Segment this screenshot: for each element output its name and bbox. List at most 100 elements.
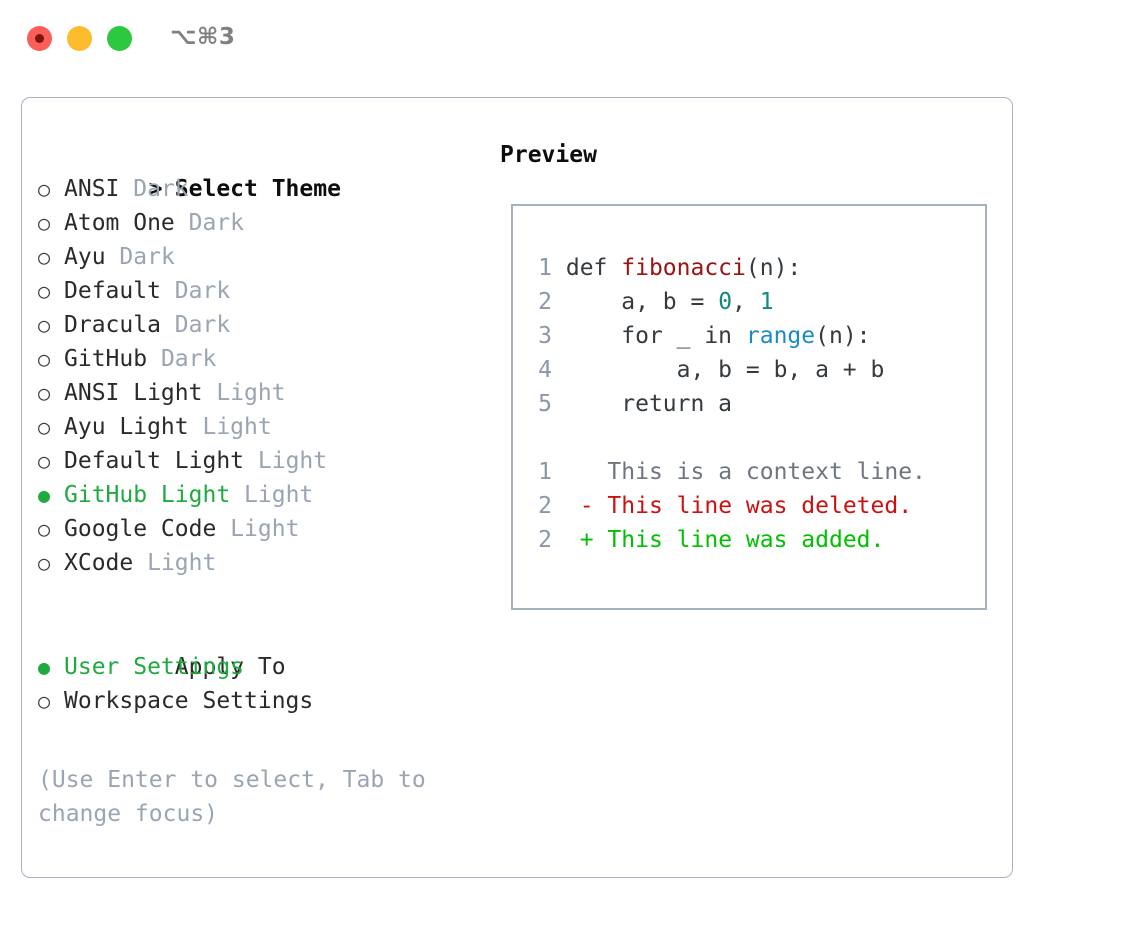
diff-line: 2 - This line was deleted. bbox=[528, 489, 977, 523]
keyboard-shortcut-label: ⌥⌘3 bbox=[170, 24, 236, 50]
theme-list: ANSI DarkAtom One DarkAyu DarkDefault Da… bbox=[38, 172, 478, 580]
radio-unselected-icon[interactable] bbox=[38, 410, 64, 444]
minimize-window-button[interactable] bbox=[67, 26, 92, 51]
preview-title: Preview bbox=[500, 142, 597, 168]
theme-name-label: Default bbox=[64, 278, 161, 304]
code-line: 1 def fibonacci(n): bbox=[528, 251, 977, 285]
line-number: 2 bbox=[538, 493, 552, 519]
code-token: (n): bbox=[815, 323, 871, 349]
theme-list-item[interactable]: Ayu Light Light bbox=[38, 410, 478, 444]
theme-list-item[interactable]: GitHub Light Light bbox=[38, 478, 478, 512]
theme-variant-label: Light bbox=[230, 516, 300, 542]
diff-line: 2 + This line was added. bbox=[528, 523, 977, 557]
apply-to-option[interactable]: User Settings bbox=[38, 650, 478, 684]
theme-name-label: Atom One bbox=[64, 210, 175, 236]
radio-unselected-icon[interactable] bbox=[38, 308, 64, 342]
apply-to-header: Apply To bbox=[38, 616, 478, 680]
theme-name-label: Dracula bbox=[64, 312, 161, 338]
radio-selected-icon[interactable] bbox=[38, 478, 64, 512]
theme-list-item[interactable]: XCode Light bbox=[38, 546, 478, 580]
theme-name-label: ANSI Light bbox=[64, 380, 203, 406]
theme-variant-label: Dark bbox=[188, 210, 245, 236]
line-number: 1 bbox=[538, 255, 552, 281]
code-token: 1 bbox=[759, 289, 774, 315]
code-token: fibonacci bbox=[621, 255, 746, 281]
line-number: 4 bbox=[538, 357, 552, 383]
radio-unselected-icon[interactable] bbox=[38, 512, 64, 546]
diff-text: This is a context line. bbox=[607, 459, 926, 485]
code-token: , bbox=[732, 289, 760, 315]
theme-variant-label: Dark bbox=[174, 312, 231, 338]
radio-unselected-icon[interactable] bbox=[38, 684, 64, 718]
line-number: 5 bbox=[538, 391, 552, 417]
radio-unselected-icon[interactable] bbox=[38, 546, 64, 580]
code-line: 2 a, b = 0, 1 bbox=[528, 285, 977, 319]
diff-line: 1 This is a context line. bbox=[528, 455, 977, 489]
diff-marker: - bbox=[579, 493, 594, 519]
theme-name-label: GitHub bbox=[64, 346, 148, 372]
apply-to-title: Apply To bbox=[174, 654, 286, 680]
diff-marker: + bbox=[579, 527, 594, 553]
radio-unselected-icon[interactable] bbox=[38, 172, 64, 206]
radio-unselected-icon[interactable] bbox=[38, 342, 64, 376]
theme-name-label: Default Light bbox=[64, 448, 245, 474]
section-title: Select Theme bbox=[174, 176, 341, 202]
code-token: a, b = bbox=[565, 289, 719, 315]
theme-list-item[interactable]: ANSI Light Light bbox=[38, 376, 478, 410]
theme-list-item[interactable]: Default Light Light bbox=[38, 444, 478, 478]
code-token: def bbox=[565, 255, 622, 281]
theme-list-header: > Select Theme bbox=[38, 138, 478, 202]
code-token: (n): bbox=[745, 255, 802, 281]
theme-variant-label: Dark bbox=[133, 176, 189, 202]
apply-to-option[interactable]: Workspace Settings bbox=[38, 684, 478, 718]
theme-list-item[interactable]: Default Dark bbox=[38, 274, 478, 308]
title-bar: ⌥⌘3 bbox=[0, 0, 1140, 76]
code-line: 4 a, b = b, a + b bbox=[528, 353, 977, 387]
theme-name-label: Ayu Light bbox=[64, 414, 189, 440]
theme-list-column: >Select Theme ANSI DarkAtom One DarkAyu … bbox=[38, 138, 478, 718]
theme-name-label: Google Code bbox=[64, 516, 217, 542]
keyboard-hint-text: (Use Enter to select, Tab to change focu… bbox=[38, 767, 426, 827]
theme-list-item[interactable]: ANSI Dark bbox=[38, 172, 478, 206]
radio-unselected-icon[interactable] bbox=[38, 240, 64, 274]
code-token: range bbox=[745, 323, 816, 349]
code-line: 3 for _ in range(n): bbox=[528, 319, 977, 353]
radio-unselected-icon[interactable] bbox=[38, 444, 64, 478]
theme-name-label: ANSI bbox=[64, 176, 120, 202]
theme-name-label: XCode bbox=[64, 550, 134, 576]
theme-list-item[interactable]: Google Code Light bbox=[38, 512, 478, 546]
diff-text: This line was deleted. bbox=[607, 493, 913, 519]
radio-selected-icon[interactable] bbox=[38, 650, 64, 684]
theme-variant-label: Light bbox=[216, 380, 286, 406]
theme-variant-label: Dark bbox=[119, 244, 175, 270]
theme-list-item[interactable]: GitHub Dark bbox=[38, 342, 478, 376]
selection-arrow-icon: > bbox=[148, 176, 163, 202]
theme-list-item[interactable]: Atom One Dark bbox=[38, 206, 478, 240]
line-number: 2 bbox=[538, 527, 552, 553]
line-number: 1 bbox=[538, 459, 552, 485]
theme-list-item[interactable]: Dracula Dark bbox=[38, 308, 478, 342]
zoom-window-button[interactable] bbox=[107, 26, 132, 51]
code-line: 5 return a bbox=[528, 387, 977, 421]
theme-list-item[interactable]: Ayu Dark bbox=[38, 240, 478, 274]
theme-variant-label: Light bbox=[257, 448, 328, 474]
theme-variant-label: Dark bbox=[160, 346, 217, 372]
theme-name-label: GitHub Light bbox=[64, 482, 231, 508]
apply-to-label: User Settings bbox=[64, 654, 245, 680]
code-token: return a bbox=[565, 391, 733, 417]
line-number: 2 bbox=[538, 289, 552, 315]
theme-name-label: Ayu bbox=[64, 244, 106, 270]
theme-variant-label: Light bbox=[147, 550, 217, 576]
theme-variant-label: Dark bbox=[174, 278, 231, 304]
close-icon bbox=[35, 34, 44, 43]
diff-sample: 1 This is a context line.2 - This line w… bbox=[528, 455, 977, 557]
apply-to-list: User SettingsWorkspace Settings bbox=[38, 650, 478, 718]
radio-unselected-icon[interactable] bbox=[38, 274, 64, 308]
spacer bbox=[38, 580, 478, 616]
radio-unselected-icon[interactable] bbox=[38, 376, 64, 410]
radio-unselected-icon[interactable] bbox=[38, 206, 64, 240]
theme-variant-label: Light bbox=[244, 482, 314, 508]
